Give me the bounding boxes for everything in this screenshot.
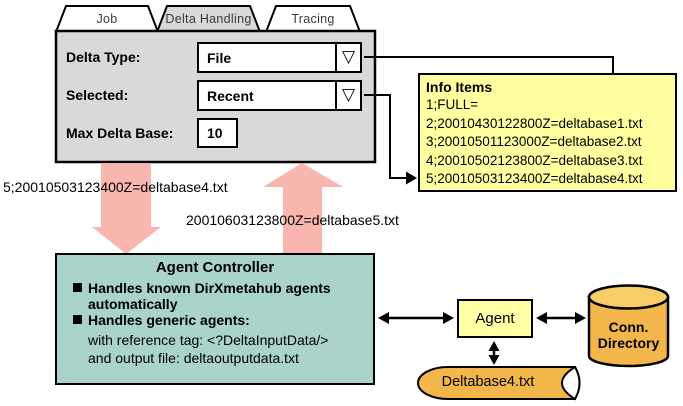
tab-job-label: Job bbox=[96, 12, 118, 26]
deltabase-file-label: Deltabase4.txt bbox=[441, 374, 535, 390]
info-items-title: Info Items bbox=[426, 79, 493, 95]
flow-label-deltabase5: 20010603123800Z=deltabase5.txt bbox=[186, 212, 399, 228]
dropdown-arrow-icon: ▽ bbox=[341, 85, 356, 104]
selected-label: Selected: bbox=[66, 87, 129, 103]
flow-label-deltabase4: 5;20010503123400Z=deltabase4.txt bbox=[3, 179, 228, 195]
agent-label: Agent bbox=[475, 310, 515, 327]
conn-directory-cylinder-top bbox=[587, 284, 670, 310]
delta-type-dropdown[interactable]: File ▽ bbox=[197, 42, 362, 73]
info-item: 4;20010502123800Z=deltabase3.txt bbox=[426, 152, 643, 168]
double-arrow-agent-deltafile bbox=[488, 341, 500, 365]
selected-dropdown-button[interactable]: ▽ bbox=[335, 82, 360, 109]
double-arrow-controller-agent bbox=[378, 312, 454, 324]
agent-controller-body: Handles known DirXmetahub agents automat… bbox=[73, 280, 367, 367]
agent-controller-detail: and output file: deltaoutputdata.txt bbox=[88, 349, 299, 366]
info-item: 2;20010430122800Z=deltabase1.txt bbox=[426, 115, 643, 131]
agent-controller-title: Agent Controller bbox=[155, 259, 275, 276]
agent-controller-bullet: Handles generic agents: bbox=[73, 312, 367, 328]
delta-type-value: File bbox=[207, 49, 232, 66]
double-arrow-agent-directory bbox=[536, 312, 586, 324]
info-item: 5;20010503123400Z=deltabase4.txt bbox=[426, 171, 643, 186]
pink-arrow-down bbox=[92, 163, 161, 254]
conn-directory-cylinder-body bbox=[587, 295, 670, 368]
tab-delta-handling-label: Delta Handling bbox=[165, 12, 252, 26]
dropdown-arrow-icon: ▽ bbox=[341, 47, 356, 66]
conn-directory-label-line2: Directory bbox=[597, 335, 660, 351]
max-delta-base-label: Max Delta Base: bbox=[66, 125, 174, 141]
bullet-square-icon bbox=[73, 315, 82, 324]
max-delta-base-field[interactable] bbox=[197, 118, 238, 148]
connector-selected-arrowhead bbox=[406, 171, 417, 185]
agent-controller-bullet: Handles known DirXmetahub agents automat… bbox=[73, 280, 367, 312]
pink-arrow-up bbox=[263, 163, 343, 253]
connector-selected-line bbox=[364, 94, 407, 179]
tab-tracing[interactable]: Tracing bbox=[266, 6, 360, 32]
agent-controller-box: Agent Controller Handles known DirXmetah… bbox=[55, 253, 375, 385]
delta-type-label: Delta Type: bbox=[66, 49, 141, 65]
tab-delta-handling[interactable]: Delta Handling bbox=[157, 6, 260, 32]
conn-directory-label-line1: Conn. bbox=[608, 319, 649, 335]
info-items-box: Info Items 1;FULL= 2;20010430122800Z=del… bbox=[418, 73, 677, 192]
agent-box: Agent bbox=[457, 299, 533, 338]
agent-controller-detail: with reference tag: <?DeltaInputData/> bbox=[88, 332, 329, 348]
selected-value: Recent bbox=[207, 87, 254, 104]
delta-type-dropdown-button[interactable]: ▽ bbox=[335, 44, 360, 71]
deltabase-file-end-notch bbox=[561, 365, 581, 401]
info-item: 1;FULL= bbox=[426, 97, 479, 112]
tab-job[interactable]: Job bbox=[56, 6, 158, 32]
bullet-square-icon bbox=[73, 283, 82, 292]
selected-dropdown[interactable]: Recent ▽ bbox=[197, 80, 362, 111]
info-item: 3;20010501123000Z=deltabase2.txt bbox=[426, 134, 642, 149]
tab-tracing-label: Tracing bbox=[291, 12, 335, 26]
